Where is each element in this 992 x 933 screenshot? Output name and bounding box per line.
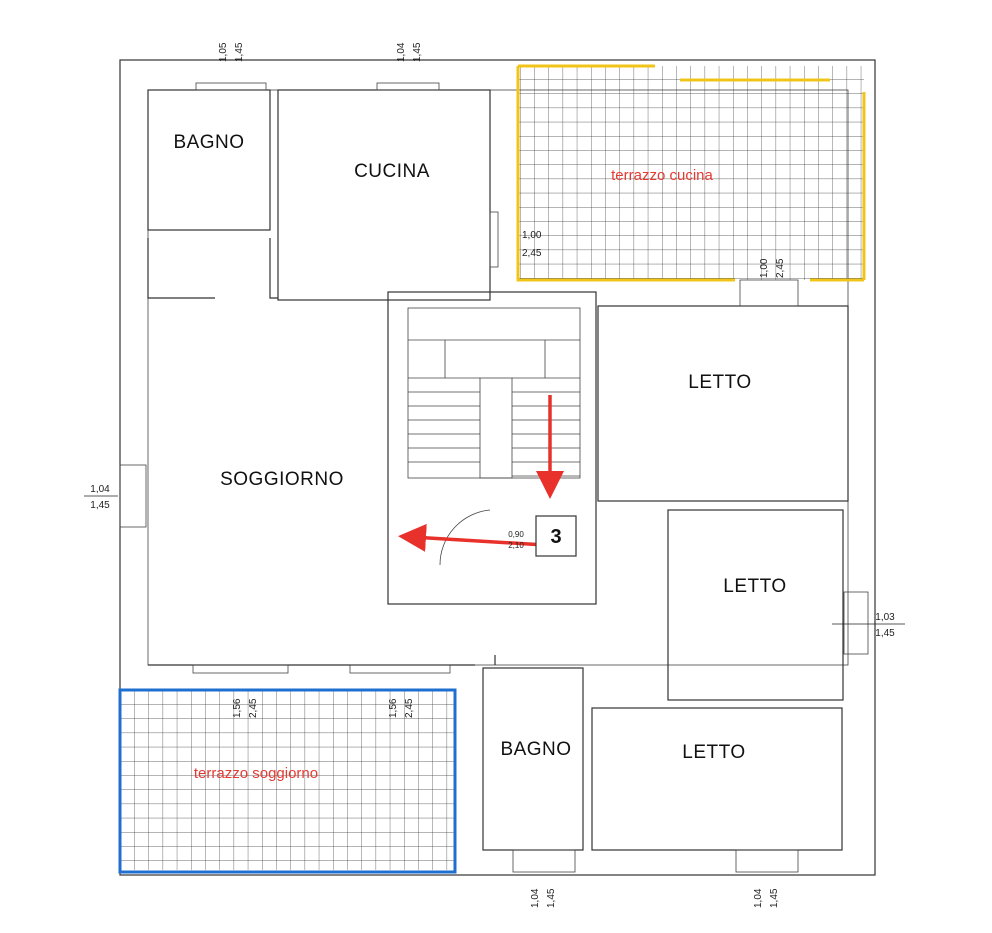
window-height: 1,45	[412, 42, 423, 62]
window-width: 1,04	[753, 888, 764, 908]
window-dims-soggiorno-2: 1,56 2,45	[388, 698, 415, 718]
windows	[119, 82, 869, 873]
window-dims-left: 1,04 1,45	[84, 484, 118, 511]
window-height: 1,45	[90, 500, 110, 511]
window-width: 1,00	[759, 258, 770, 278]
door-height: 2,10	[508, 541, 524, 550]
window-dims-cucina-terrace: 1,00 2,45	[522, 230, 542, 259]
terrace-label-cucina: terrazzo cucina	[611, 167, 713, 184]
window-dims-bottom-bagno: 1,04 1,45	[530, 888, 557, 908]
window-dims-bottom-letto: 1,04 1,45	[753, 888, 780, 908]
room-label-letto-3: LETTO	[682, 742, 745, 763]
unit-number-box	[535, 515, 577, 557]
room-label-cucina: CUCINA	[354, 161, 430, 182]
window-dims-letto-terrace: 1,00 2,45	[759, 258, 786, 278]
window-width: 1,00	[522, 230, 542, 241]
window-width: 1,03	[875, 612, 895, 623]
room-label-soggiorno: SOGGIORNO	[220, 469, 344, 490]
window-width: 1,04	[396, 42, 407, 62]
window-width: 1,56	[388, 698, 399, 718]
staircase	[408, 339, 580, 479]
unit-number: 3	[550, 526, 561, 548]
window-width: 1,05	[218, 42, 229, 62]
terrace-cucina	[516, 64, 866, 282]
room-label-bagno-bottom: BAGNO	[500, 739, 571, 760]
window-dims-top-cucina: 1,04 1,45	[396, 42, 423, 62]
window-dims-soggiorno-1: 1,56 2,45	[232, 698, 259, 718]
room-label-letto-1: LETTO	[688, 372, 751, 393]
window-dims-right: 1,03 1,45	[832, 612, 905, 639]
window-width: 1,56	[232, 698, 243, 718]
entry-arrows	[398, 395, 564, 552]
window-dims-top-left: 1,05 1,45	[218, 42, 245, 62]
room-label-letto-2: LETTO	[723, 576, 786, 597]
entrance-door-swing	[439, 509, 491, 566]
terrace-label-soggiorno: terrazzo soggiorno	[194, 765, 318, 782]
room-label-bagno-top: BAGNO	[173, 132, 244, 153]
window-height: 2,45	[522, 248, 542, 259]
window-width: 1,04	[530, 888, 541, 908]
window-height: 2,45	[404, 698, 415, 718]
window-height: 1,45	[546, 888, 557, 908]
window-width: 1,04	[90, 484, 110, 495]
terrace-soggiorno	[118, 688, 457, 874]
window-height: 1,45	[769, 888, 780, 908]
window-height: 2,45	[248, 698, 259, 718]
window-height: 1,45	[234, 42, 245, 62]
window-height: 2,45	[775, 258, 786, 278]
door-width: 0,90	[508, 530, 524, 539]
window-height: 1,45	[875, 628, 895, 639]
